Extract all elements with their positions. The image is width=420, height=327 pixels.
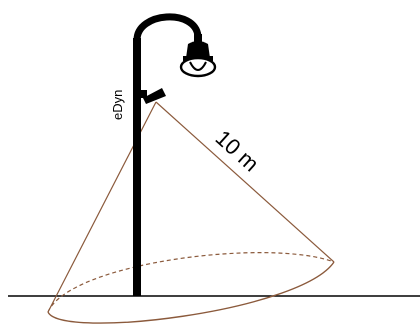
cone-ellipse-back (47, 252, 335, 313)
brand-label: eDyn (110, 90, 125, 120)
lamp-arm (133, 13, 202, 41)
lamp-head (179, 34, 217, 78)
cone-ellipse-front (47, 261, 335, 324)
cone-edge-right (155, 101, 335, 263)
motion-sensor (141, 88, 166, 104)
distance-label: 10 m (211, 125, 264, 176)
lamp-bulb (179, 56, 217, 78)
lamp-pole (133, 38, 141, 296)
